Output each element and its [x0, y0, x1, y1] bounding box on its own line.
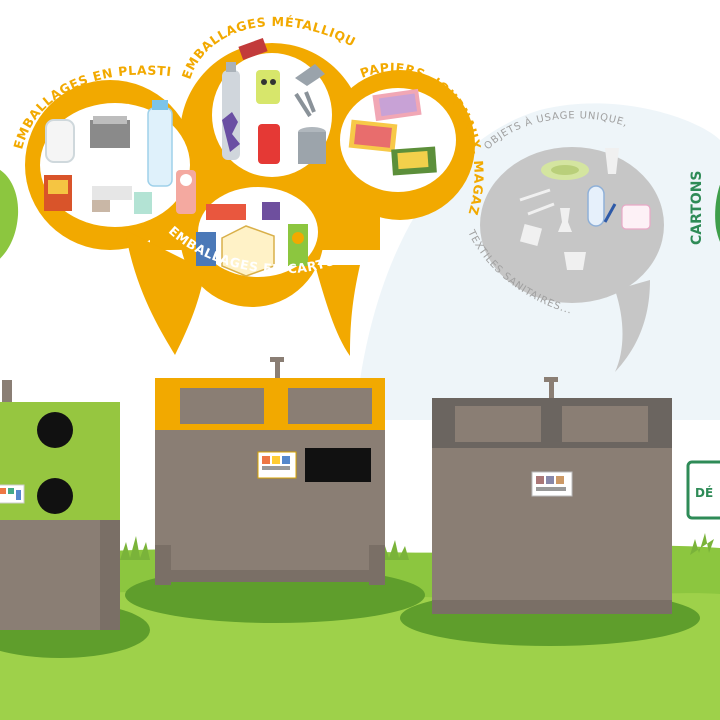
cardboard-bubble — [715, 184, 720, 242]
packaging-slot-left — [180, 388, 264, 424]
packaging-container — [155, 357, 385, 585]
metal-items-icon — [222, 37, 326, 164]
packaging-label-sticker — [257, 451, 297, 479]
glass-container — [0, 380, 120, 630]
residual-items-icon — [519, 148, 651, 270]
plastic-items-icon — [44, 100, 196, 214]
residual-slot-left — [455, 406, 541, 442]
residual-bubble — [480, 147, 664, 372]
deposit-sign: DÉ — [686, 460, 720, 520]
carton-items-icon — [196, 202, 308, 277]
grass-tufts — [120, 533, 714, 560]
residual-slot-right — [562, 406, 648, 442]
paper-items-icon — [348, 88, 437, 176]
deposit-sign-text: DÉ — [695, 485, 713, 500]
glass-bubble — [0, 170, 19, 259]
residual-container — [432, 377, 672, 614]
glass-slot-top — [37, 412, 73, 448]
label-cartons: CARTONS — [689, 170, 705, 245]
packaging-slot-cardboard — [305, 448, 371, 482]
packaging-slot-right — [288, 388, 372, 424]
